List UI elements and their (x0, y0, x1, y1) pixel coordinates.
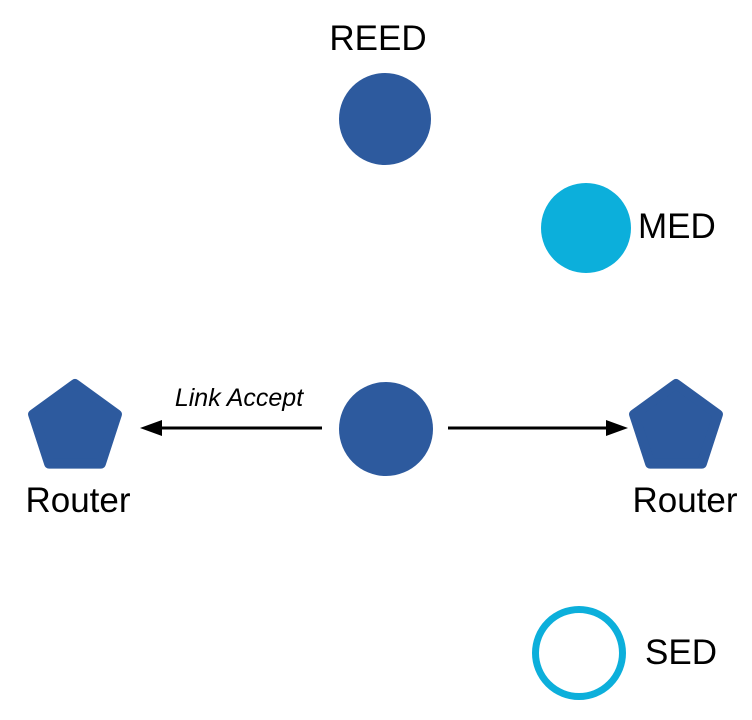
left-arrow (140, 420, 322, 436)
router-right-label: Router (632, 481, 738, 520)
router-left-pentagon (28, 379, 122, 469)
reed-node-circle (339, 73, 431, 165)
reed-label: REED (329, 19, 427, 58)
right-arrow (448, 420, 628, 436)
router-right-pentagon (629, 379, 723, 469)
left-arrowhead-icon (140, 420, 162, 436)
parent-node-circle (339, 382, 433, 476)
med-label: MED (638, 207, 716, 246)
sed-label: SED (645, 633, 717, 672)
sed-node-circle (532, 606, 626, 700)
router-left-label: Router (25, 481, 131, 520)
med-node-circle (541, 183, 631, 273)
right-arrowhead-icon (606, 420, 628, 436)
link-accept-label: Link Accept (174, 384, 304, 412)
